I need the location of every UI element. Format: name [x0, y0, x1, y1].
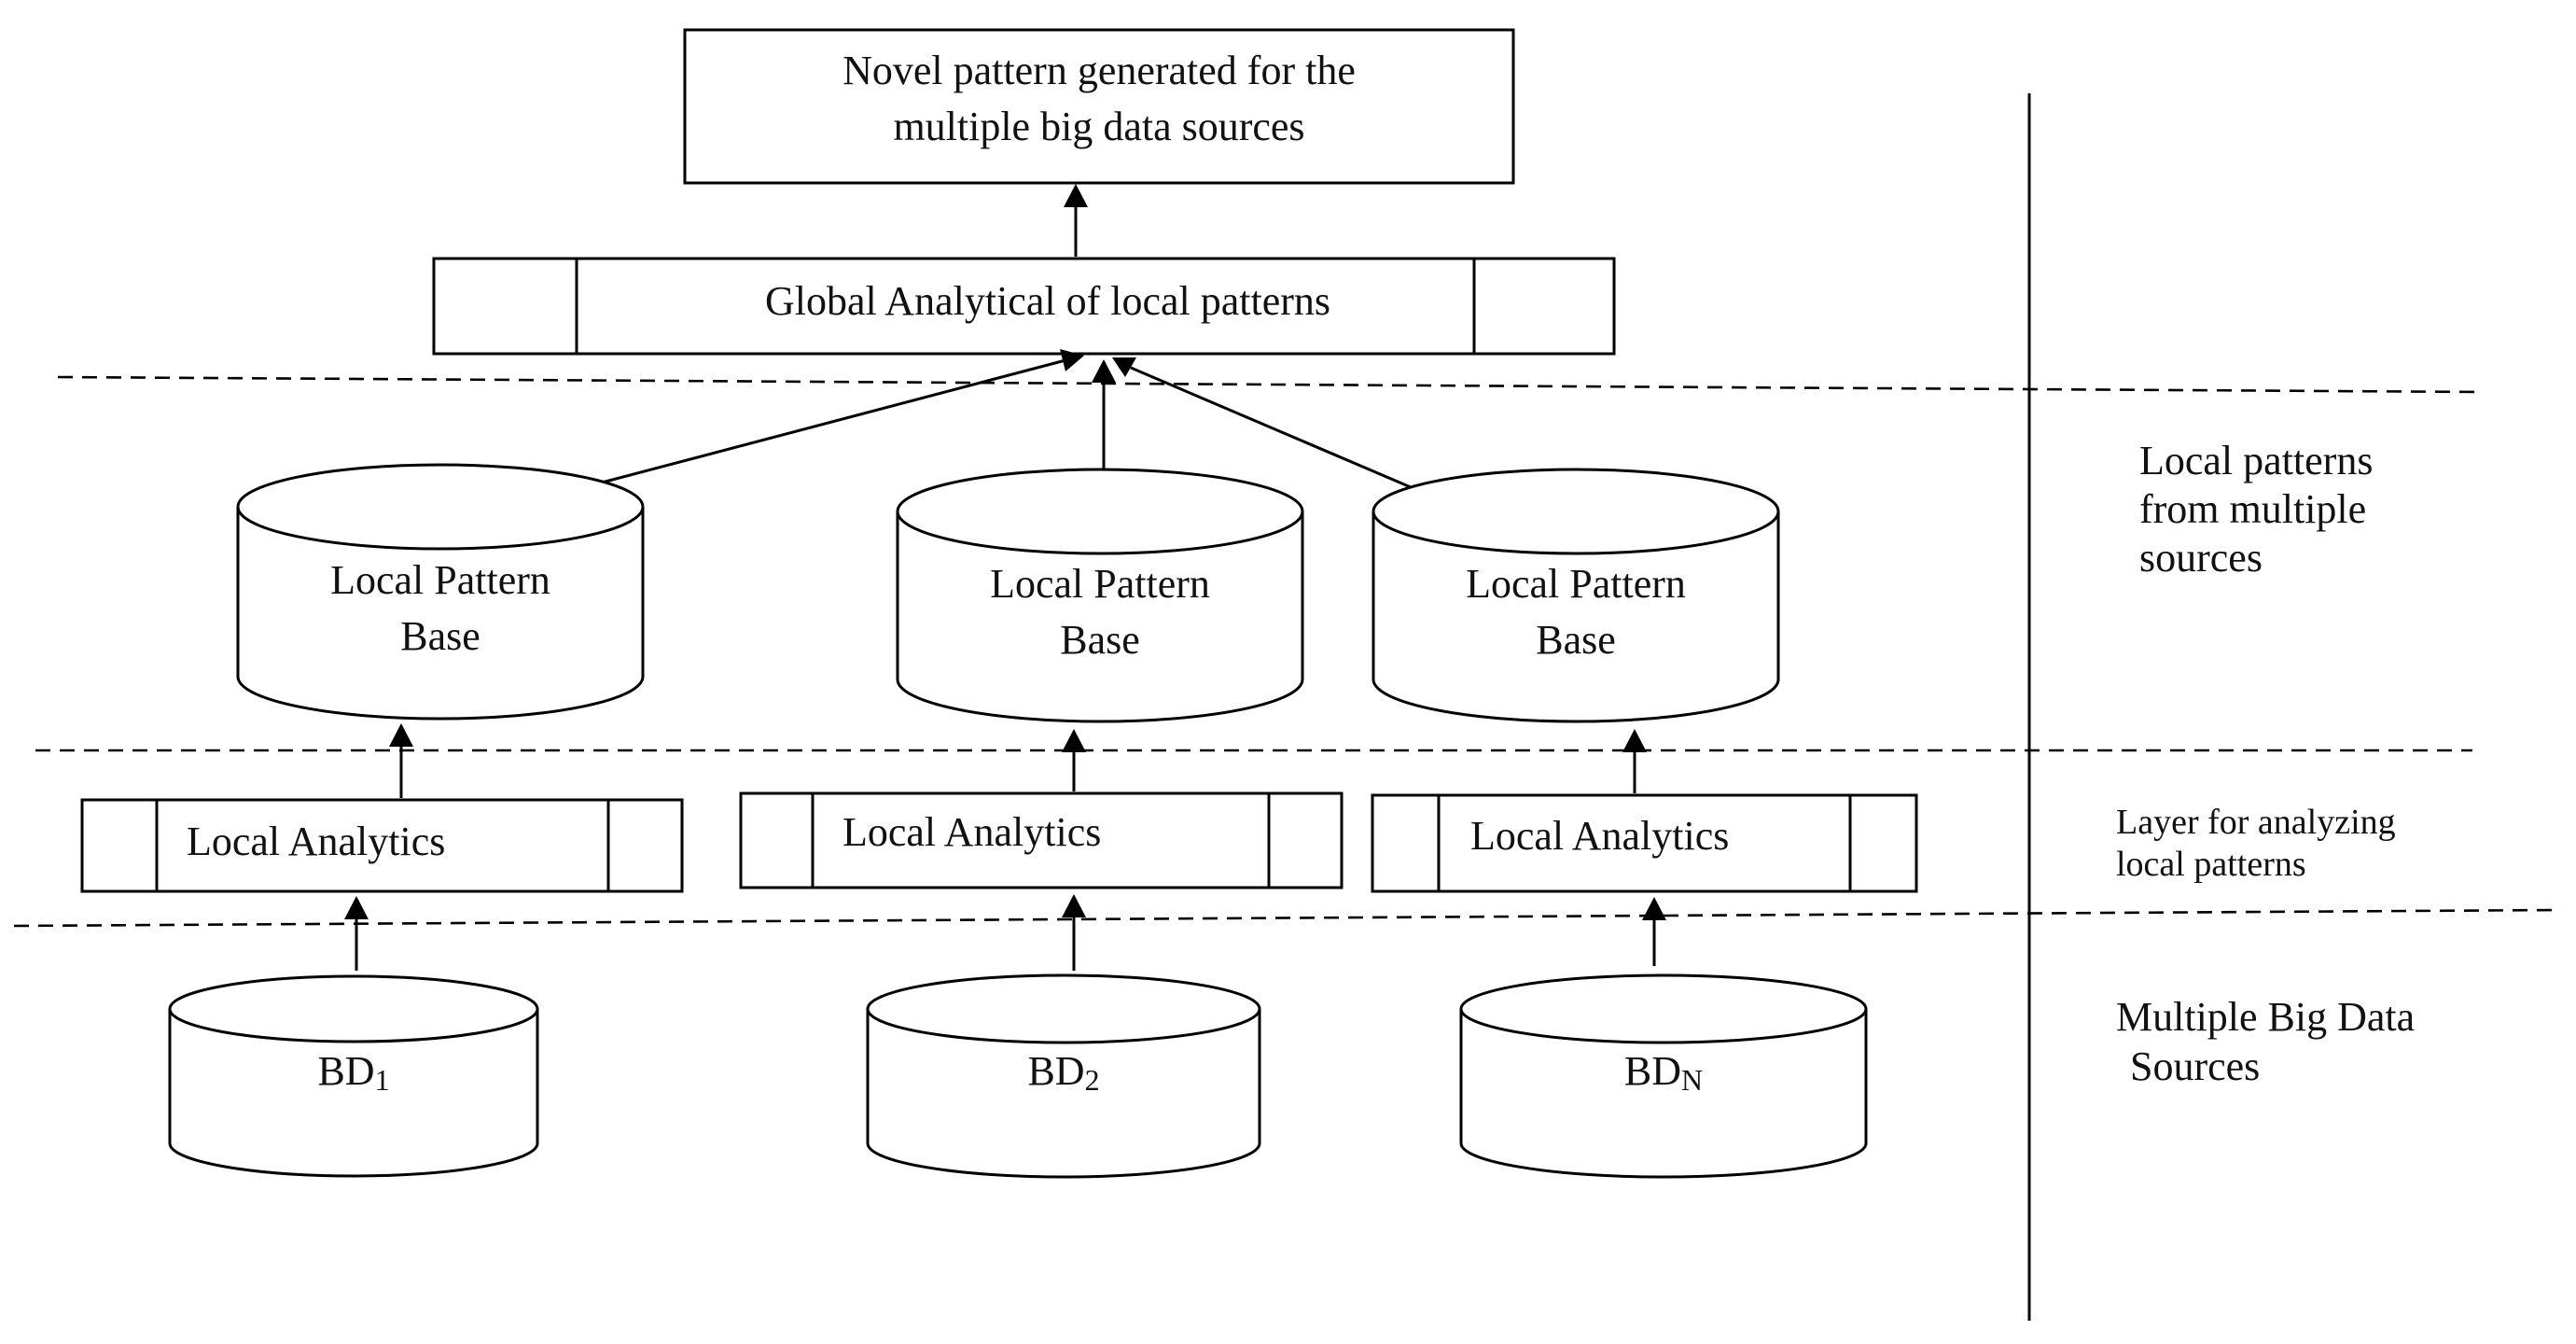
arrow-global-to-novel — [1064, 184, 1088, 257]
side-label-big-data-line1: Multiple Big Data — [2116, 994, 2415, 1040]
pattern-base-1-line2: Base — [400, 613, 480, 659]
data-source-1-label: BD1 — [317, 1048, 389, 1097]
arrow-analytics1-to-base1 — [389, 723, 413, 798]
side-label-local-patterns-line3: sources — [2139, 535, 2263, 581]
arrow-analytics3-to-base3 — [1622, 729, 1647, 793]
pattern-base-2-line1: Local Pattern — [990, 561, 1210, 607]
arrow-analytics2-to-base2 — [1062, 729, 1086, 791]
side-label-big-data-line2: Sources — [2130, 1043, 2260, 1089]
side-label-local-patterns-line2: from multiple — [2139, 486, 2366, 532]
pattern-base-1-line1: Local Pattern — [330, 557, 550, 603]
local-analytics-box-2: Local Analytics — [739, 791, 1344, 889]
local-analytics-label-2: Local Analytics — [842, 809, 1101, 855]
data-source-n: BDN — [1459, 973, 1868, 1179]
arrow-base2-to-global — [1092, 359, 1116, 469]
global-analytical-box: Global Analytical of local patterns — [432, 257, 1616, 356]
novel-pattern-line1: Novel pattern generated for the — [842, 48, 1356, 93]
global-analytical-label: Global Analytical of local patterns — [765, 278, 1330, 324]
novel-pattern-line2: multiple big data sources — [893, 104, 1304, 149]
pattern-base-2-line2: Base — [1060, 617, 1140, 663]
layer-separator-top — [57, 375, 2483, 394]
pattern-base-3-line1: Local Pattern — [1466, 561, 1686, 607]
arrow-base1-to-global — [601, 349, 1084, 484]
side-label-analyzing-line2: local patterns — [2116, 845, 2306, 884]
arrow-base3-to-global — [1112, 357, 1412, 489]
data-source-2: BD2 — [866, 973, 1261, 1179]
local-analytics-box-1: Local Analytics — [80, 798, 684, 893]
arrow-source1-to-analytics1 — [344, 896, 369, 971]
local-analytics-label-3: Local Analytics — [1470, 813, 1729, 859]
data-source-2-label: BD2 — [1027, 1048, 1099, 1097]
pattern-base-1: Local Pattern Base — [236, 463, 645, 721]
side-label-analyzing-layer: Layer for analyzing local patterns — [2116, 803, 2396, 884]
side-label-local-patterns-line1: Local patterns — [2139, 438, 2373, 483]
data-source-1: BD1 — [168, 974, 539, 1178]
side-label-analyzing-line1: Layer for analyzing — [2116, 803, 2396, 842]
arrow-source2-to-analytics2 — [1062, 894, 1086, 971]
local-analytics-label-1: Local Analytics — [187, 819, 445, 864]
pattern-base-2: Local Pattern Base — [896, 468, 1304, 723]
side-label-big-data: Multiple Big Data Sources — [2116, 994, 2415, 1089]
arrow-sourceN-to-analytics3 — [1642, 897, 1666, 966]
data-source-n-label: BDN — [1624, 1048, 1703, 1097]
pattern-base-3-line2: Base — [1536, 617, 1616, 663]
side-label-local-patterns: Local patterns from multiple sources — [2139, 438, 2373, 581]
layer-separator-bottom — [13, 908, 2562, 928]
local-analytics-box-3: Local Analytics — [1371, 793, 1918, 893]
novel-pattern-box: Novel pattern generated for the multiple… — [683, 28, 1515, 185]
pattern-base-3: Local Pattern Base — [1372, 468, 1780, 723]
